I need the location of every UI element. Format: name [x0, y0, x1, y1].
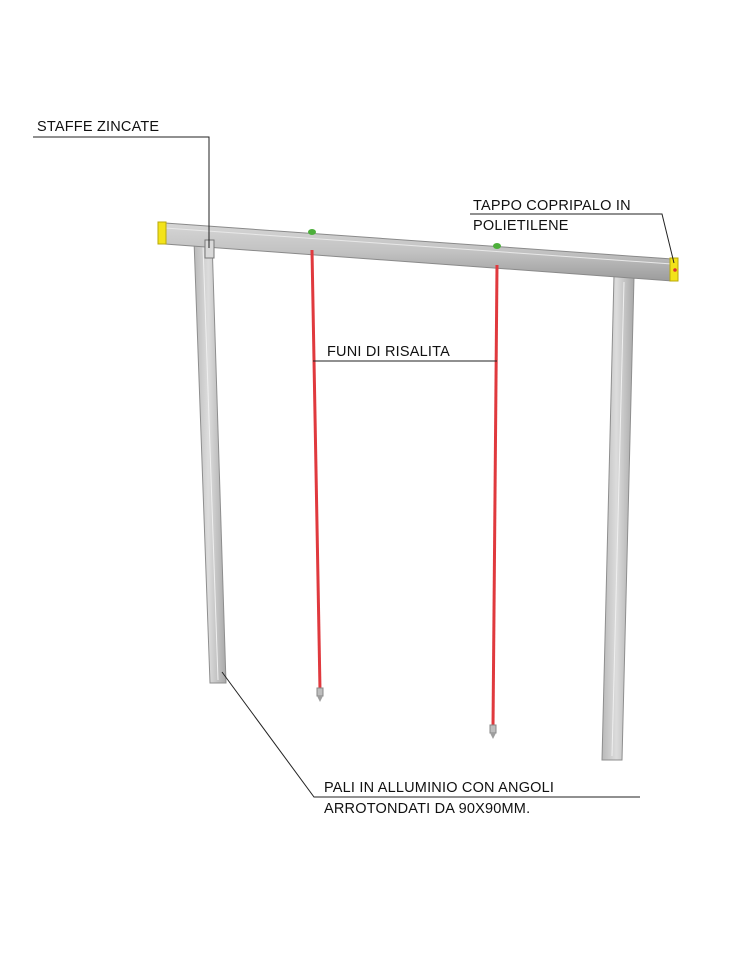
brackets-label: STAFFE ZINCATE: [37, 119, 160, 135]
left-end-cap: [157, 221, 167, 245]
posts-label-line1: PALI IN ALLUMINIO CON ANGOLI: [324, 780, 555, 796]
leader-lines: [33, 136, 675, 798]
posts-label-line2: ARROTONDATI DA 90X90MM.: [324, 801, 531, 817]
ropes-label: FUNI DI RISALITA: [327, 344, 450, 360]
rope-left: [310, 249, 322, 691]
rope-mount-right: [493, 243, 501, 249]
rope-end-right: [489, 724, 497, 739]
cap-label-line2: POLIETILENE: [473, 218, 569, 234]
top-beam: [164, 222, 673, 282]
cap-label-line1: TAPPO COPRIPALO IN: [473, 198, 631, 214]
right-post: [601, 274, 635, 761]
rope-mount-left: [308, 229, 316, 235]
rope-right: [491, 264, 499, 728]
rope-end-left: [316, 687, 324, 702]
left-post: [193, 239, 227, 684]
